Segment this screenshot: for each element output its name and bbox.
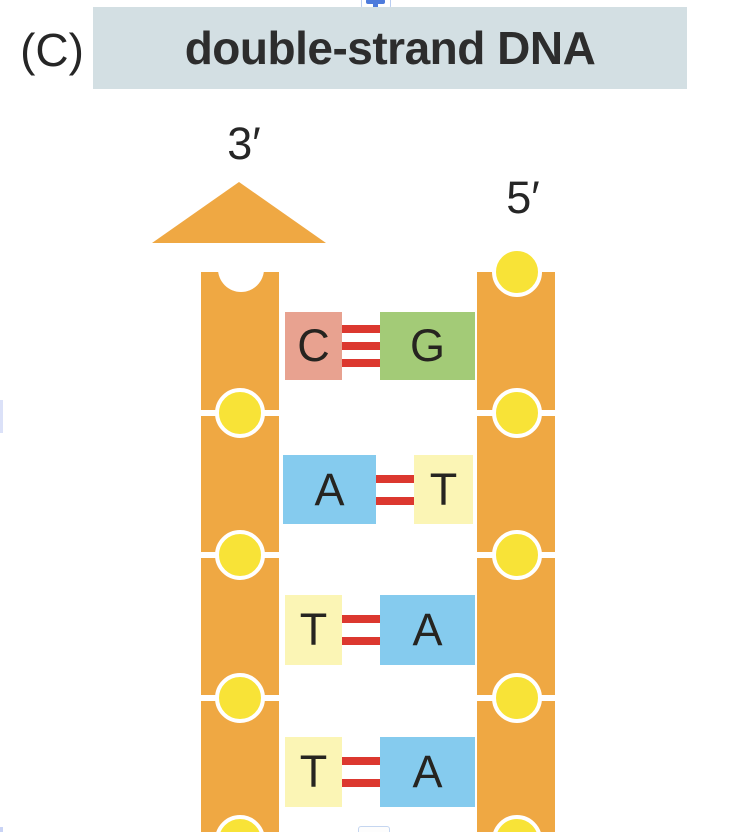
base-a-box: A [380,737,475,807]
phosphate-circle [492,388,542,438]
phosphate-circle [492,530,542,580]
hydrogen-bond [342,359,380,367]
hydrogen-bond [376,497,414,505]
hydrogen-bond [342,615,380,623]
panel-label: (C) [20,24,84,76]
hydrogen-bond [342,637,380,645]
hydrogen-bond [342,779,380,787]
three-prime-label: 3′ [227,118,261,169]
strand-arrowhead [152,182,326,243]
selection-handle-nub-icon [373,4,378,7]
base-g-box: G [380,312,475,380]
hydrogen-bond [342,757,380,765]
hydrogen-bond [342,342,380,350]
left-edge-selection-artifact [0,400,3,433]
base-t-box: T [285,595,342,665]
selection-handle-bar-icon [366,0,385,4]
base-t-box: T [285,737,342,807]
phosphate-circle [215,673,265,723]
figure-title: double-strand DNA [184,22,596,74]
bottom-left-selection-artifact [0,827,3,832]
left-strand-top-notch [218,246,264,292]
phosphate-circle [492,673,542,723]
figure-title-box: double-strand DNA [93,7,687,89]
phosphate-circle [215,530,265,580]
phosphate-circle [492,247,542,297]
base-a-box: A [283,455,376,524]
hydrogen-bond [342,325,380,333]
base-t-box: T [414,455,473,524]
hydrogen-bond [376,475,414,483]
base-c-box: C [285,312,342,380]
phosphate-circle [215,388,265,438]
five-prime-label: 5′ [506,172,540,223]
base-a-box: A [380,595,475,665]
selection-handle-bottom[interactable] [358,826,390,832]
